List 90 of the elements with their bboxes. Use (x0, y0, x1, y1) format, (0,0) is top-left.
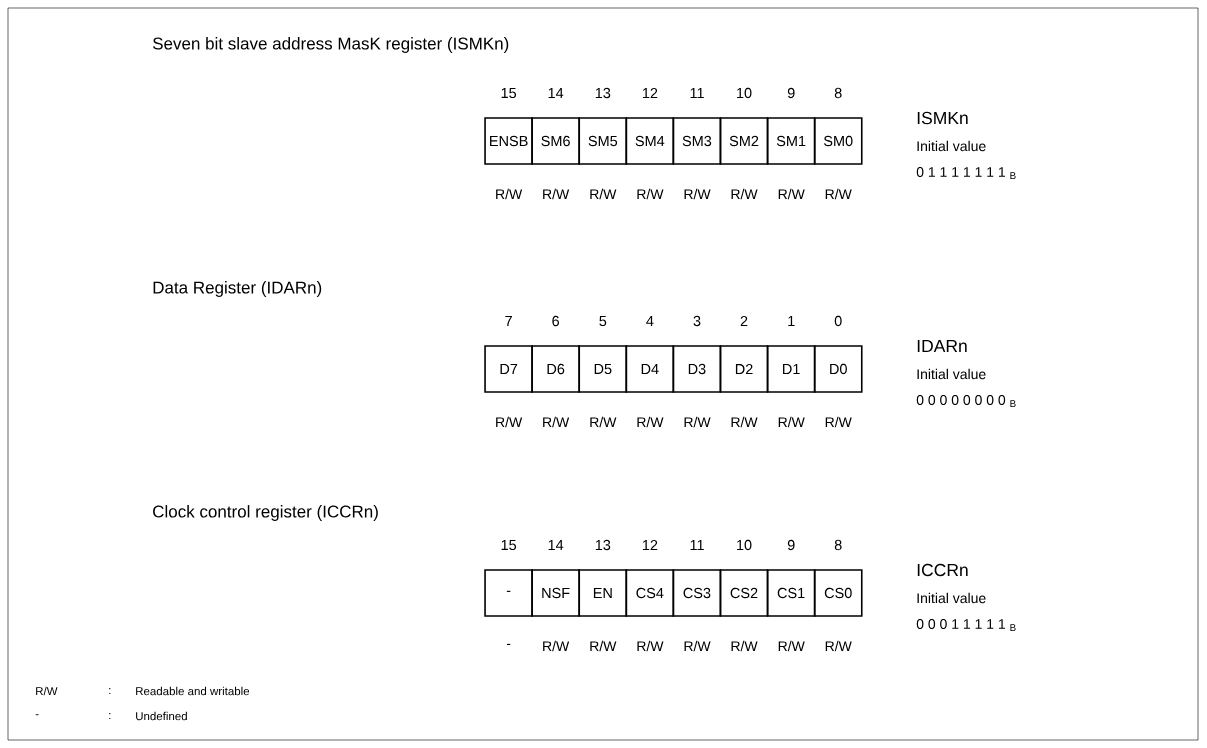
note-colon: : (109, 713, 111, 720)
register-name: ISMKn (917, 111, 968, 125)
bit-number: 2 (740, 315, 748, 327)
register-bit-cell: NSF (531, 569, 580, 617)
bit-number: 4 (646, 316, 654, 326)
bit-number: 1 (788, 316, 795, 326)
access-label: R/W (496, 188, 523, 200)
initial-value-label: Initial value (917, 368, 986, 380)
access-label: R/W (637, 188, 664, 200)
bit-number: 8 (834, 539, 842, 551)
access-label: R/W (590, 188, 617, 200)
access-label: R/W (825, 640, 852, 652)
register-bit-cell: SM0 (813, 117, 863, 165)
register-bit-cell: EN (578, 569, 628, 617)
bit-number: 9 (787, 87, 795, 99)
initial-value: 0 0 0 1 1 1 1 1 $_{B}$ (916, 619, 1016, 631)
access-label: R/W (778, 640, 805, 652)
access-label: R/W (825, 416, 852, 428)
access-label: R/W (731, 416, 758, 428)
register-bit-cell: SM6 (531, 117, 580, 165)
bit-number: 9 (787, 539, 795, 551)
note-text: Undefined (136, 711, 187, 721)
register-bit-cell: CS1 (766, 569, 816, 617)
bit-number: 11 (690, 540, 704, 550)
initial-value: 0 1 1 1 1 1 1 1 $_{B}$ (916, 167, 1016, 179)
bit-number: 8 (834, 87, 842, 99)
register-bit-cell: D1 (766, 345, 816, 393)
access-label: R/W (496, 416, 523, 428)
bit-number: 3 (693, 315, 701, 327)
register-bit-cell: SM3 (672, 117, 722, 165)
register-bit-cell: ENSB (484, 117, 533, 165)
register-bit-cell: SM4 (625, 117, 675, 165)
bit-number: 14 (548, 88, 564, 98)
initial-value-label: Initial value (917, 592, 986, 604)
access-label: R/W (684, 640, 711, 652)
access-label: R/W (590, 416, 617, 428)
access-label: R/W (637, 416, 664, 428)
register-title: Clock control register (ICCRn) (153, 505, 378, 521)
bit-number: 0 (834, 315, 842, 327)
register-title: Seven bit slave address MasK register (ISMKn) (152, 37, 509, 53)
register-bit-cell: CS4 (625, 569, 675, 617)
register-bit-cell: CS3 (672, 569, 722, 617)
register-bit-cell: CS2 (719, 569, 769, 617)
note-colon: : (109, 688, 111, 695)
initial-value-label: Initial value (917, 140, 986, 152)
access-label: R/W (731, 188, 758, 200)
access-label: R/W (543, 416, 570, 428)
register-bit-cell: D0 (813, 345, 863, 393)
access-label: R/W (590, 640, 617, 652)
register-bit-cell: D2 (719, 345, 769, 393)
access-label: R/W (731, 640, 758, 652)
register-bit-cell: D4 (625, 345, 675, 393)
note-key: - (35, 714, 39, 716)
access-label: R/W (543, 188, 570, 200)
register-bit-cell: SM1 (766, 117, 816, 165)
bit-number: 10 (737, 539, 752, 551)
register-bit-cell: D3 (672, 345, 722, 393)
register-name: IDARn (917, 340, 967, 353)
register-bit-cell: D6 (531, 345, 580, 393)
bit-number: 14 (548, 540, 564, 550)
note-text: Readable and writable (136, 686, 250, 696)
access-label: R/W (778, 416, 805, 428)
bit-number: 10 (737, 87, 752, 99)
bit-number: 13 (595, 539, 611, 551)
register-bit-cell: SM5 (578, 117, 628, 165)
bit-number: 7 (505, 316, 512, 326)
bit-number: 6 (552, 315, 559, 327)
bit-number: 11 (690, 88, 704, 98)
bit-number: 13 (595, 87, 611, 99)
register-bit-cell: D7 (484, 345, 533, 393)
access-label: R/W (825, 188, 852, 200)
register-bit-cell: SM2 (719, 117, 769, 165)
bit-number: 15 (501, 539, 517, 551)
access-label: R/W (778, 188, 805, 200)
bit-number: 12 (642, 87, 658, 99)
register-bit-cell: CS0 (813, 569, 863, 617)
initial-value: 0 0 0 0 0 0 0 0 $_{B}$ (916, 395, 1016, 407)
register-name: ICCRn (917, 563, 968, 577)
access-label: R/W (684, 416, 711, 428)
note-key: R/W (36, 686, 58, 696)
register-bit-cell: - (484, 569, 533, 617)
register-bit-cell: D5 (578, 345, 628, 393)
bit-number: 12 (642, 539, 658, 551)
bit-number: 5 (599, 315, 607, 327)
register-title: Data Register (IDARn) (153, 281, 322, 297)
access-label: R/W (637, 640, 664, 652)
access-label: R/W (684, 188, 711, 200)
access-label: R/W (543, 640, 570, 652)
access-label: - (506, 643, 511, 645)
bit-number: 15 (501, 87, 517, 99)
